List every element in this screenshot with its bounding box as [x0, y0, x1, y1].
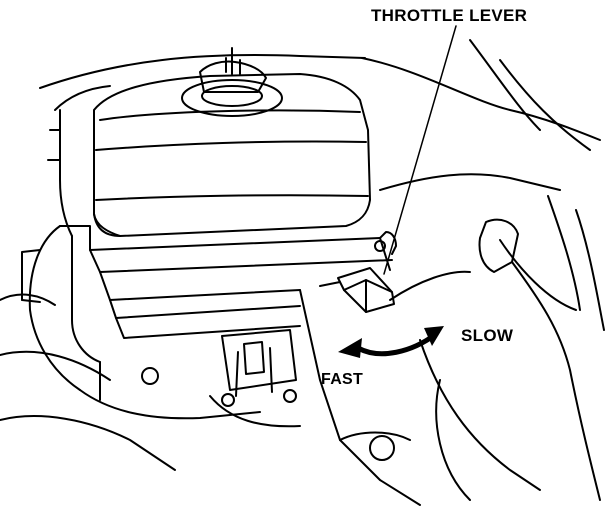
- throttle-leader-line: [383, 25, 457, 275]
- fuel-cap: [181, 47, 283, 117]
- governor-linkage: [209, 329, 301, 428]
- background-frame: [0, 39, 601, 471]
- slow-label: SLOW: [461, 326, 514, 345]
- handle-cable: [478, 195, 605, 501]
- throttle-lever: [319, 267, 395, 313]
- side-bracket: [47, 109, 159, 401]
- throttle-lever-label: THROTTLE LEVER: [371, 6, 528, 25]
- fuel-tank: [93, 73, 371, 237]
- double-arrow-icon: [338, 326, 444, 358]
- crankcase: [299, 270, 541, 506]
- engine-shroud: [21, 225, 397, 420]
- fast-label: FAST: [321, 371, 364, 388]
